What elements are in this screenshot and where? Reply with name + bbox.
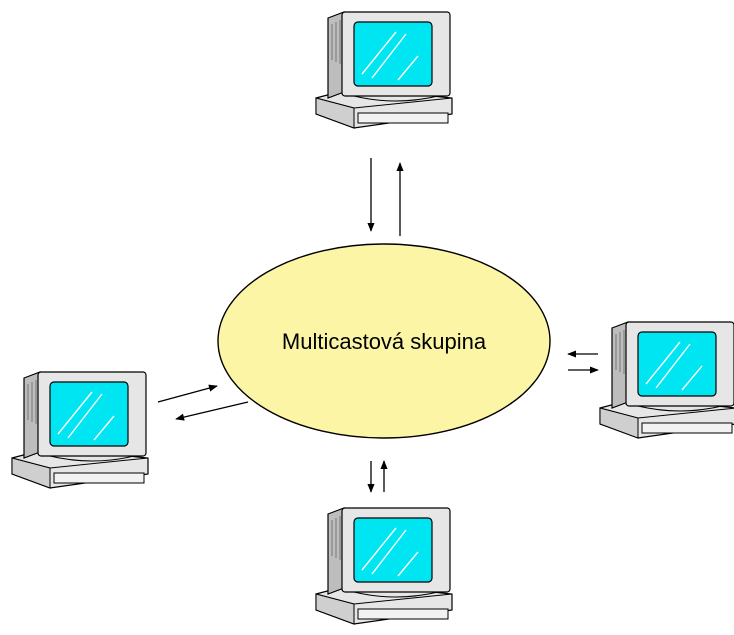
computer-icon	[315, 11, 453, 129]
computer-right	[599, 321, 734, 439]
multicast-group-ellipse	[217, 243, 551, 439]
computer-top	[315, 11, 453, 129]
computer-icon	[11, 371, 149, 489]
computer-left	[11, 371, 149, 489]
computer-bottom	[315, 507, 453, 625]
arrow-left-to-group	[157, 384, 218, 403]
arrow-group-to-left	[175, 401, 249, 421]
computer-icon	[315, 507, 453, 625]
group-label: Multicastová skupina	[282, 329, 487, 354]
computer-icon	[599, 321, 734, 439]
